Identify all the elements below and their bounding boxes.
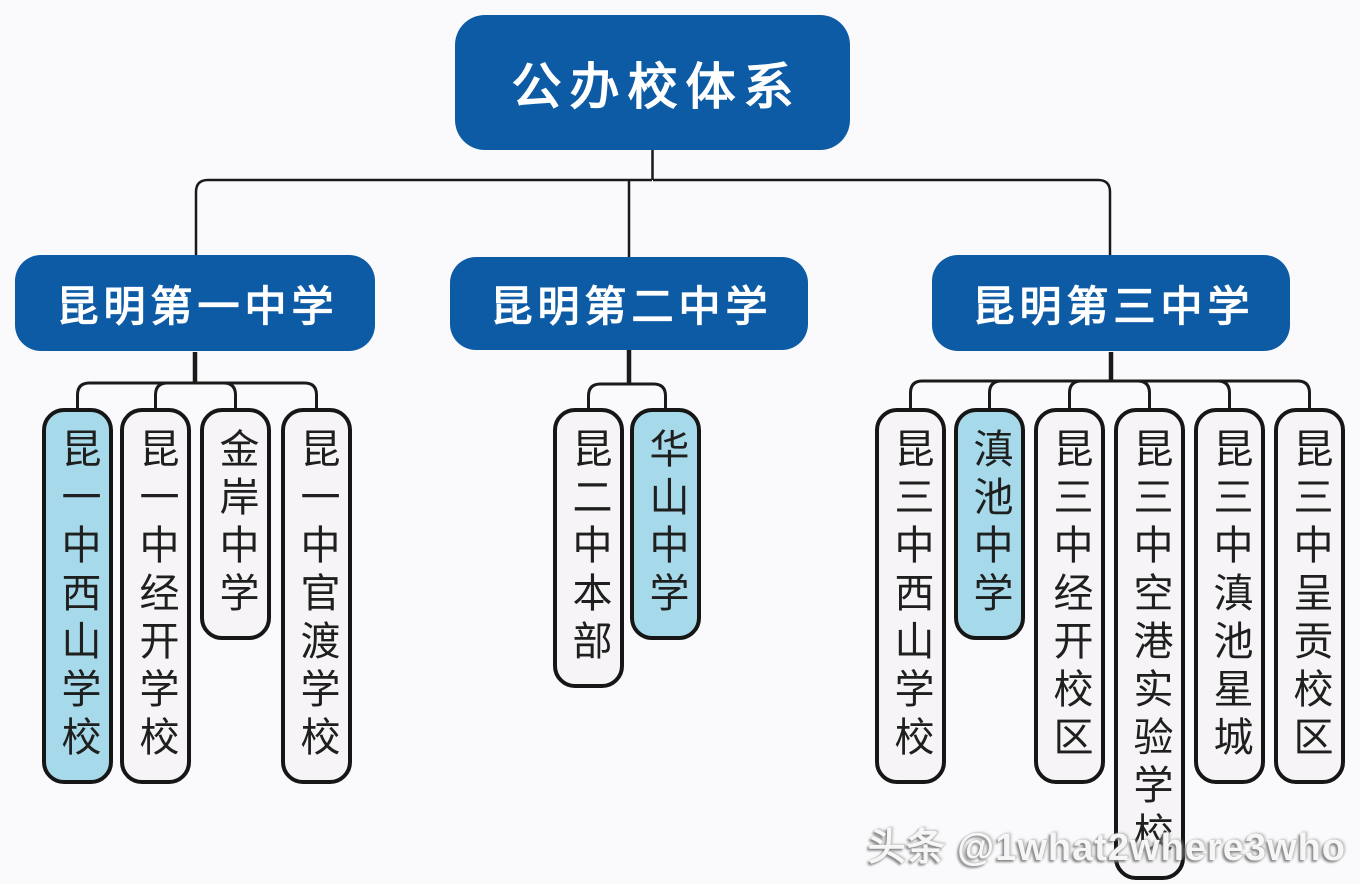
- leaf-node: 昆一中官渡学校: [281, 408, 352, 784]
- leaf-node-label: 昆一中经开学校: [133, 428, 178, 764]
- branch-node-kunming-no2: 昆明第二中学: [450, 257, 808, 350]
- leaf-node-label: 昆三中经开校区: [1047, 428, 1092, 764]
- leaf-connector-line: [154, 381, 195, 409]
- leaf-node: 昆二中本部: [553, 408, 624, 688]
- leaf-node-label: 滇池中学: [967, 428, 1012, 620]
- branch-node-kunming-no1: 昆明第一中学: [15, 255, 375, 351]
- leaf-node: 昆三中经开校区: [1034, 408, 1105, 784]
- leaf-node-label: 昆一中官渡学校: [294, 428, 339, 764]
- leaf-node-label: 昆一中西山学校: [55, 428, 100, 764]
- leaf-node: 华山中学: [630, 408, 701, 640]
- branch1-connector-line: [194, 178, 652, 256]
- leaf-node-label: 昆三中西山学校: [888, 428, 933, 764]
- leaf-node: 昆三中西山学校: [875, 408, 946, 784]
- leaf-node: 昆一中西山学校: [42, 408, 113, 784]
- leaf-connector-line: [195, 381, 318, 409]
- leaf-connector-line: [195, 381, 237, 409]
- leaf-node: 昆一中经开学校: [120, 408, 191, 784]
- branch-node-label: 昆明第一中学: [56, 282, 339, 330]
- leaf-node: 金岸中学: [200, 408, 271, 640]
- leaf-node-label: 华山中学: [643, 428, 688, 620]
- toutiao-watermark: 头条 @1what2where3who: [867, 827, 1346, 869]
- leaf-connector-line: [1068, 379, 1111, 409]
- branch-node-label: 昆明第二中学: [490, 283, 773, 330]
- root-node-label: 公办校体系: [511, 58, 802, 115]
- leaf-node-label: 昆三中空港实验学校: [1127, 428, 1172, 860]
- branch-node-kunming-no3: 昆明第三中学: [932, 255, 1290, 351]
- leaf-node-label: 昆三中呈贡校区: [1287, 428, 1332, 764]
- leaf-node: 昆三中空港实验学校: [1114, 408, 1185, 880]
- branch3-connector-line: [653, 178, 1112, 256]
- leaf-connector-line: [587, 382, 629, 409]
- leaf-node: 昆三中呈贡校区: [1274, 408, 1345, 784]
- leaf-connector-line: [1111, 379, 1151, 409]
- leaf-connector-line: [1111, 379, 1311, 409]
- leaf-connector-line: [629, 382, 667, 409]
- leaf-node: 滇池中学: [954, 408, 1025, 640]
- leaf-connector-line: [988, 379, 1111, 409]
- leaf-node-label: 昆二中本部: [566, 428, 611, 668]
- root-node-public-school-system: 公办校体系: [455, 15, 850, 150]
- leaf-connector-line: [76, 381, 195, 409]
- branch-node-label: 昆明第三中学: [972, 282, 1255, 330]
- leaf-connector-line: [1111, 379, 1231, 409]
- leaf-node-label: 金岸中学: [213, 428, 258, 620]
- leaf-node-label: 昆三中滇池星城: [1207, 428, 1252, 764]
- leaf-node: 昆三中滇池星城: [1194, 408, 1265, 784]
- leaf-connector-line: [909, 379, 1111, 409]
